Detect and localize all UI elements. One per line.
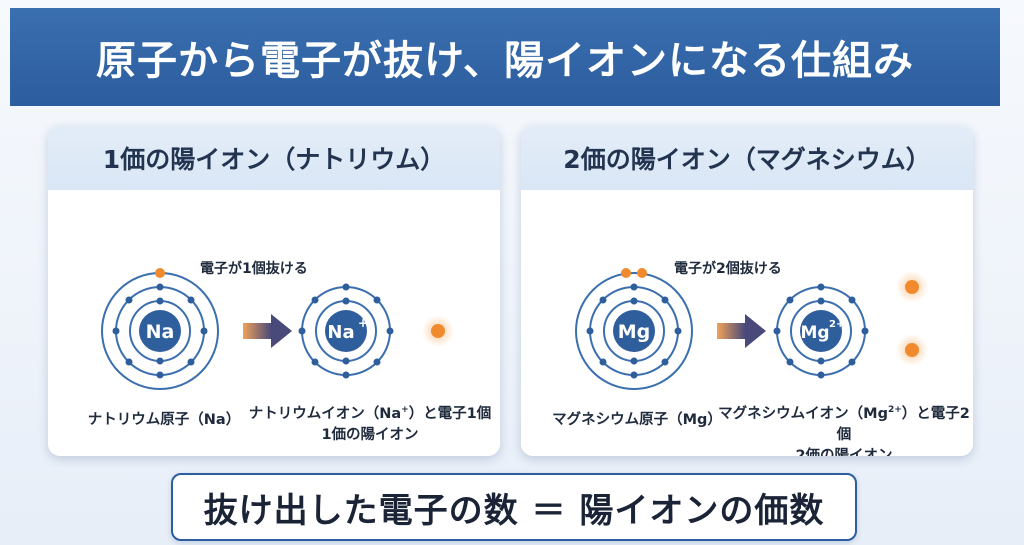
atom-symbol: Mg — [618, 321, 651, 343]
lost-electron — [155, 268, 165, 278]
atom-caption: ナトリウム原子（Na） — [87, 412, 241, 428]
panel-heading: 1価の陽イオン（ナトリウム） — [48, 126, 500, 190]
summary-formula: 抜け出した電子の数 ＝ 陽イオンの価数 — [203, 490, 825, 531]
magnesium-ion: Mg 2+ — [773, 283, 869, 379]
ion-charge: 2+ — [829, 319, 844, 330]
reaction-arrow — [717, 314, 766, 348]
sodium-atom: Na — [101, 268, 219, 390]
summary-formula-box: 抜け出した電子の数 ＝ 陽イオンの価数 — [171, 473, 857, 541]
ion-caption-line1: ナトリウムイオン（Na+）と電子1個 — [248, 405, 492, 422]
atom-symbol: Na — [146, 321, 175, 343]
ion-caption: マグネシウムイオン（Mg2+）と電子2個 2価の陽イオン — [717, 400, 971, 456]
page-title: 原子から電子が抜け、陽イオンになる仕組み — [96, 38, 914, 84]
panel-sodium: 1価の陽イオン（ナトリウム） Na — [48, 126, 500, 456]
reaction-arrow — [243, 314, 292, 348]
title-banner: 原子から電子が抜け、陽イオンになる仕組み — [10, 8, 1000, 106]
sodium-diagram: Na Na + — [101, 268, 454, 390]
panel-heading: 2価の陽イオン（マグネシウム） — [521, 126, 973, 190]
magnesium-atom: Mg — [575, 268, 693, 390]
free-electron — [896, 334, 928, 366]
lost-electron — [637, 268, 647, 278]
ion-caption: ナトリウムイオン（Na+）と電子1個 1価の陽イオン — [248, 400, 492, 446]
sodium-ion: Na + — [298, 283, 394, 379]
atom-caption: マグネシウム原子（Mg） — [552, 412, 722, 428]
magnesium-diagram: Mg Mg 2+ — [575, 268, 928, 390]
panel-magnesium: 2価の陽イオン（マグネシウム） Mg — [521, 126, 973, 456]
ion-charge: + — [358, 316, 368, 330]
free-electron — [896, 271, 928, 303]
ion-symbol: Na — [327, 322, 354, 343]
ion-caption-line1: マグネシウムイオン（Mg2+）と電子2個 — [718, 405, 970, 443]
electron-note: 電子が2個抜ける — [674, 261, 782, 277]
lost-electron — [621, 268, 631, 278]
free-electron — [422, 315, 454, 347]
electron-note: 電子が1個抜ける — [200, 261, 308, 277]
ion-symbol: Mg — [800, 323, 829, 343]
ion-caption-line2: 2価の陽イオン — [795, 447, 893, 456]
ion-caption-line2: 1価の陽イオン — [321, 426, 419, 443]
